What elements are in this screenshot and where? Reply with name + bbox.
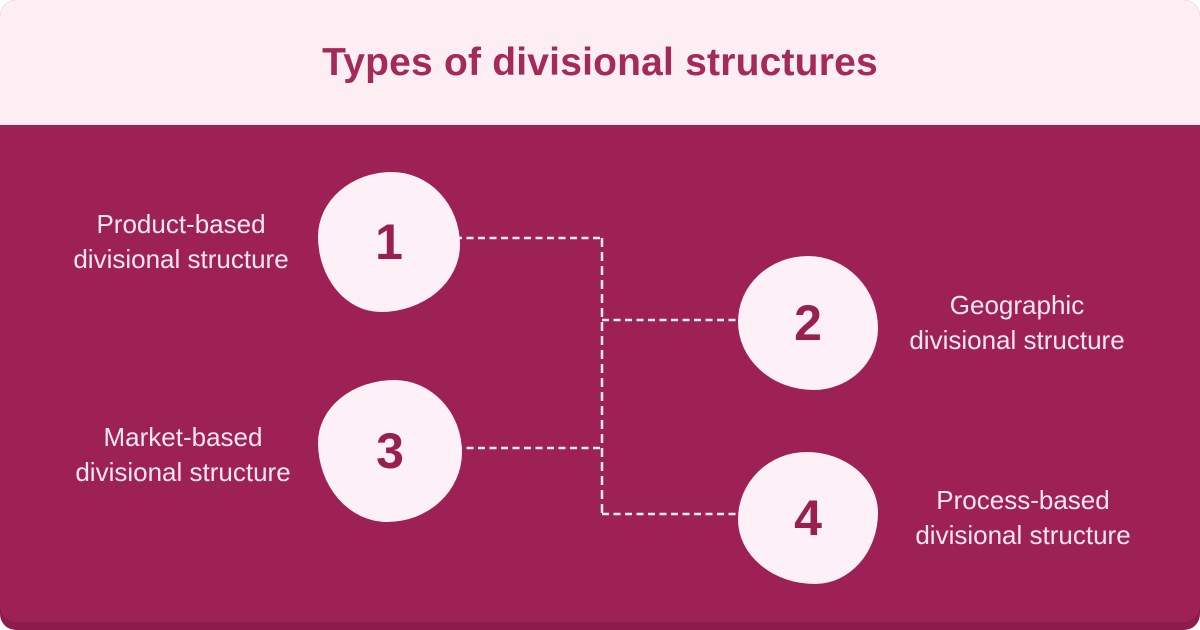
node-1-number: 1 bbox=[375, 214, 403, 270]
node-3-label-line2: divisional structure bbox=[75, 457, 291, 487]
node-1-label-line1: Product-based bbox=[96, 209, 266, 239]
node-1-label: Product-based divisional structure bbox=[30, 207, 332, 277]
node-3-label-line1: Market-based bbox=[103, 422, 263, 452]
node-2-blob: 2 bbox=[738, 256, 878, 390]
node-3-number: 3 bbox=[376, 423, 404, 479]
node-2-label: Geographic divisional structure bbox=[872, 288, 1162, 358]
page-title: Types of divisional structures bbox=[322, 40, 878, 84]
node-4-blob: 4 bbox=[738, 452, 878, 584]
node-1-label-line2: divisional structure bbox=[73, 244, 289, 274]
node-3-label: Market-based divisional structure bbox=[32, 420, 334, 490]
node-3-blob: 3 bbox=[318, 380, 462, 522]
node-2-label-line1: Geographic bbox=[949, 290, 1085, 320]
node-4-label: Process-based divisional structure bbox=[878, 483, 1168, 553]
node-4-label-line1: Process-based bbox=[936, 485, 1110, 515]
node-2-number: 2 bbox=[794, 295, 822, 351]
connector-lines bbox=[455, 236, 745, 516]
node-1-blob: 1 bbox=[318, 172, 460, 312]
diagram-area: 1 Product-based divisional structure 2 G… bbox=[0, 125, 1200, 622]
node-4-label-line2: divisional structure bbox=[915, 520, 1131, 550]
node-4-number: 4 bbox=[794, 490, 822, 546]
header: Types of divisional structures bbox=[0, 0, 1200, 125]
node-2-label-line2: divisional structure bbox=[909, 325, 1125, 355]
